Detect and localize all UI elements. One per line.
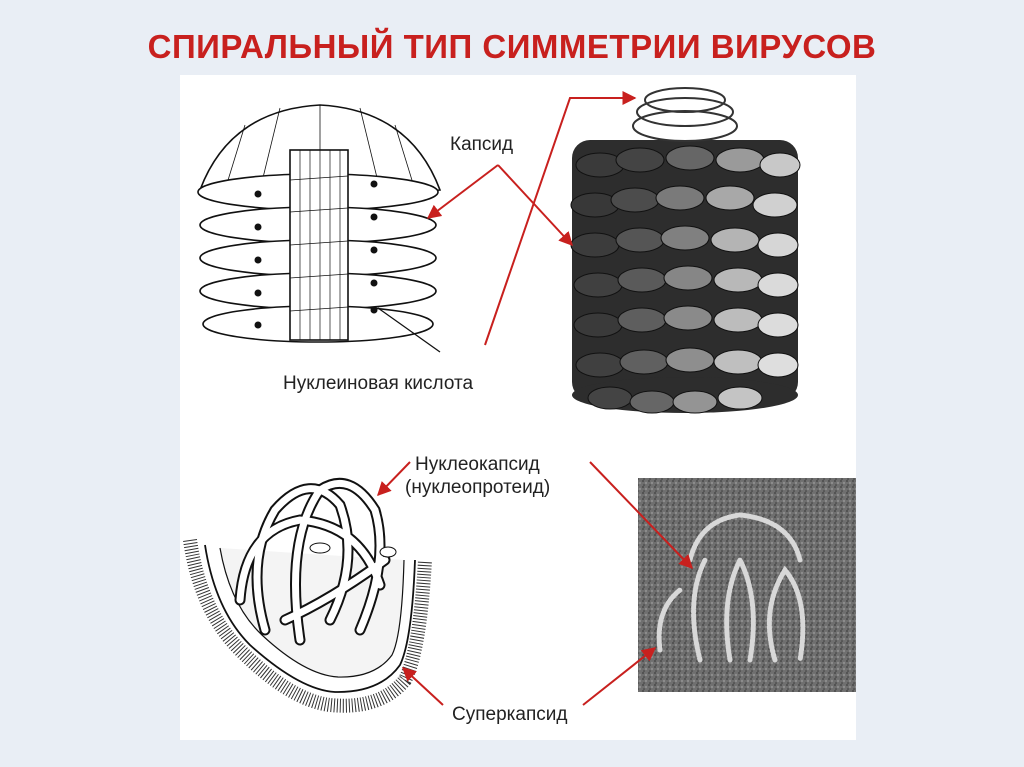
nucleoprotein-label: (нуклеопротеид) [405, 477, 550, 498]
nucleic-acid-label: Нуклеиновая кислота [283, 373, 473, 394]
nucleocapsid-label: Нуклеокапсид [415, 454, 540, 475]
electron-micrograph [638, 478, 856, 692]
supercapsid-label: Суперкапсид [452, 704, 567, 725]
enveloped-nucleocapsid [190, 483, 425, 705]
capsid-cylinder [571, 88, 800, 413]
helix-disk-stack [198, 105, 440, 352]
capsid-label: Капсид [450, 134, 513, 155]
